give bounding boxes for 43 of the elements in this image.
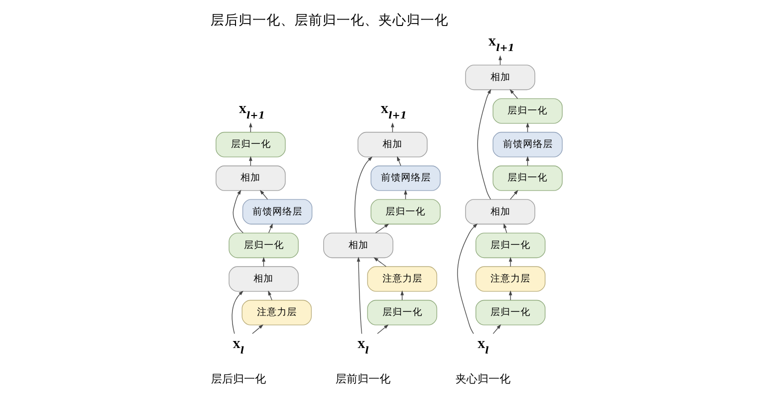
arrow [457,223,478,334]
label: 层前归一化 [336,372,391,386]
arrow [354,156,372,234]
node-box: 注意力层 [242,300,312,326]
diagram-title: 层后归一化、层前归一化、夹心归一化 [210,12,448,29]
node-box: 层归一化 [367,300,438,326]
node-box: 前馈网络层 [492,132,563,158]
arrow [268,290,272,300]
arrow [260,190,268,200]
arrow [504,223,508,234]
label: 层后归一化 [210,372,266,386]
arrow [508,290,512,300]
arrow [375,224,390,234]
arrow [510,190,518,200]
arrow [390,122,394,132]
arrow [374,257,386,267]
node-box: 层归一化 [476,232,546,258]
node-box: 注意力层 [367,266,438,292]
node-box: 相加 [358,132,428,158]
arrow [492,324,502,334]
node-box: 相加 [228,266,299,292]
node-box: 层归一化 [228,232,299,258]
node-box: 层归一化 [492,98,563,124]
node-box: 相加 [465,199,536,224]
arrow [356,256,362,334]
node-box: 相加 [216,166,286,191]
node-box: 层归一化 [370,199,441,224]
node-box: 相加 [323,232,394,258]
arrow [508,256,512,267]
arrow [232,290,244,334]
node-box: 注意力层 [476,266,546,292]
arrow [377,324,389,334]
node-box: 层归一化 [476,300,546,326]
arrow [510,89,518,99]
node-box: 前馈网络层 [370,166,441,191]
node-box: 相加 [465,64,536,90]
arrow [268,223,273,234]
node-box: 层归一化 [216,132,286,158]
arrow [477,89,492,200]
label: 夹心归一化 [456,372,511,386]
arrow [252,324,264,334]
node-box: 层归一化 [492,166,563,191]
node-box: 前馈网络层 [242,199,312,224]
